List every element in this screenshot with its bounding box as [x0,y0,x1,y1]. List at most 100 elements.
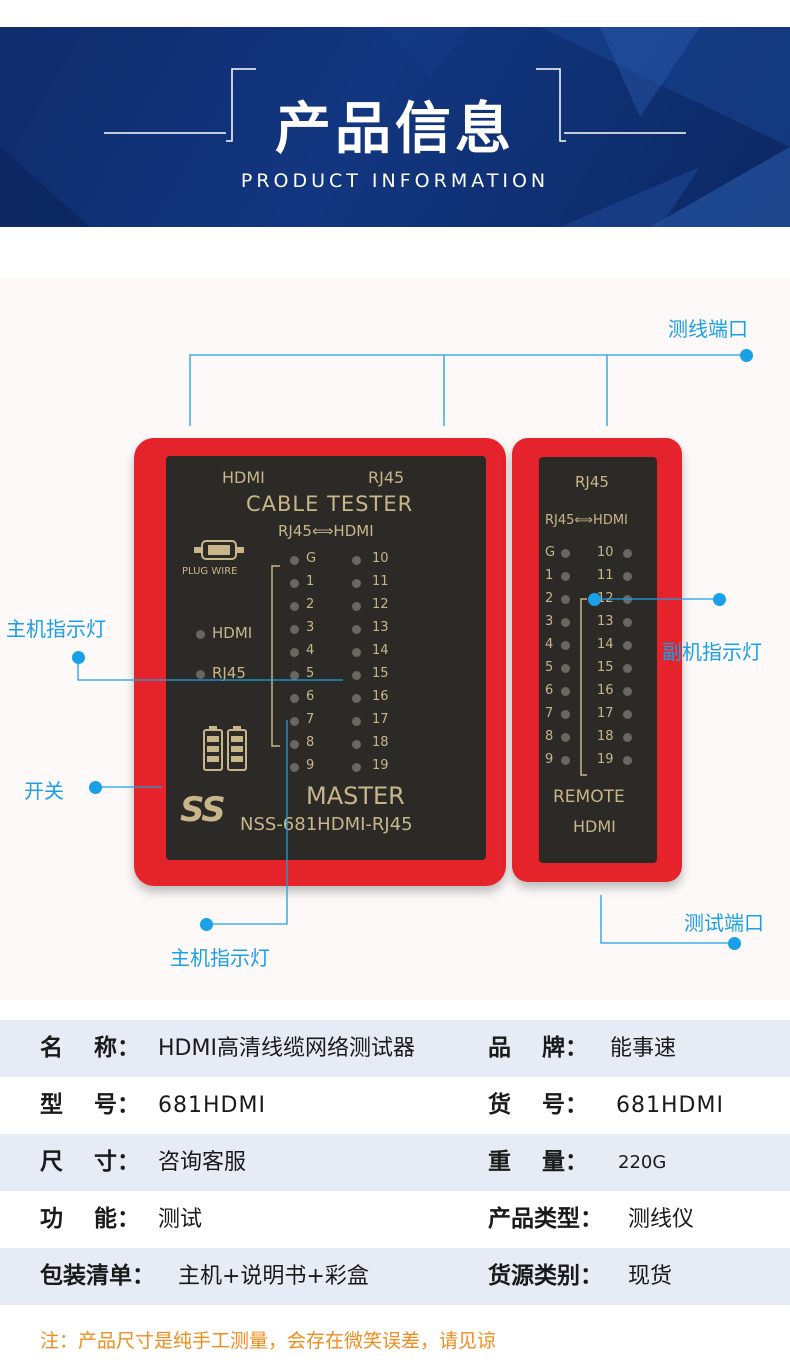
callout-dot [728,937,741,950]
remote-pin-label: 5 [545,660,554,675]
remote-pin-label: 11 [597,568,614,583]
remote-name-label: REMOTE [553,787,625,807]
master-led [290,579,299,588]
master-led [290,740,299,749]
spec-key: 包装清单： [40,1263,155,1289]
master-pin-label: 12 [372,597,389,612]
remote-panel: RJ45 RJ45⟺HDMI G 1 2 3 4 5 6 7 8 9 10 11… [539,457,657,863]
master-pin-label: 6 [306,689,315,704]
remote-pin-bracket [580,598,587,776]
spec-key: 重 量： [488,1149,589,1175]
remote-pin-label: 19 [597,752,614,767]
callout-dot [72,651,85,664]
spec-key: 尺 寸： [40,1149,141,1175]
spec-key: 货源类别： [488,1263,603,1289]
remote-pin-label: 18 [597,729,614,744]
master-led [290,625,299,634]
spec-value: 咨询客服 [158,1150,247,1175]
page-title: 产品信息 [275,97,515,162]
master-pin-label: 17 [372,712,389,727]
remote-led [561,618,570,627]
hdmi-indicator-label: HDMI [212,624,253,642]
remote-led [623,618,632,627]
spec-key: 货 号： [488,1092,589,1118]
master-pin-label: 19 [372,758,389,773]
master-pin-label: G [306,551,317,566]
master-led [352,694,361,703]
plug-wire-label: PLUG WIRE [182,566,238,577]
master-pin-label: 16 [372,689,389,704]
spec-value: 现货 [628,1264,673,1289]
callout-dot [89,781,102,794]
master-led [352,579,361,588]
master-led [352,648,361,657]
callout-master-indicator-left: 主机指示灯 [6,617,106,641]
remote-led [561,549,570,558]
remote-pin-label: 17 [597,706,614,721]
master-led [290,671,299,680]
master-pin-label: 5 [306,666,315,681]
callout-dot [740,349,753,362]
remote-pin-label: 10 [597,545,614,560]
remote-port-label: HDMI [573,817,616,836]
master-port-hdmi-label: HDMI [222,468,265,487]
brand-logo: SS [180,790,226,830]
remote-pin-label: 4 [545,637,554,652]
remote-pin-label: 7 [545,706,554,721]
master-pin-label: 18 [372,735,389,750]
callout-master-indicator-bottom: 主机指示灯 [170,946,270,970]
polygon-background [0,27,790,227]
master-led [352,717,361,726]
spec-value: 测试 [158,1207,203,1232]
callout-dot [200,918,213,931]
master-model-label: NSS-681HDMI-RJ45 [240,814,413,835]
master-pin-label: 3 [306,620,315,635]
remote-led [561,572,570,581]
remote-led [561,641,570,650]
remote-led [561,687,570,696]
spec-value: 能事速 [610,1036,677,1061]
master-product-title: CABLE TESTER [246,492,414,516]
remote-pin-label: 2 [545,591,554,606]
master-pin-label: 1 [306,574,315,589]
measurement-note: 注：产品尺寸是纯手工测量，会存在微笑误差，请见谅 [40,1330,497,1352]
remote-led [623,641,632,650]
spec-value: 测线仪 [628,1207,695,1232]
spec-row: 包装清单： 主机+说明书+彩盒 货源类别： 现货 [0,1248,790,1305]
master-led [352,740,361,749]
spec-row: 型 号： 681HDMI 货 号： 681HDMI [0,1077,790,1134]
remote-pin-label: 15 [597,660,614,675]
master-led [290,556,299,565]
master-pin-label: 2 [306,597,315,612]
master-led [290,694,299,703]
master-pin-label: 15 [372,666,389,681]
remote-led [561,664,570,673]
rj45-indicator-led [196,670,205,679]
master-led [290,648,299,657]
battery-icon [203,726,247,771]
spec-value: 主机+说明书+彩盒 [178,1264,369,1289]
master-led [290,763,299,772]
master-led [352,556,361,565]
spec-value: HDMI高清线缆网络测试器 [158,1036,415,1061]
remote-pin-label: 13 [597,614,614,629]
spec-key: 产品类型： [488,1206,603,1232]
master-pin-label: 11 [372,574,389,589]
rj45-indicator-label: RJ45 [212,664,246,682]
remote-led [623,549,632,558]
remote-led [623,733,632,742]
master-unit: HDMI RJ45 CABLE TESTER RJ45⟺HDMI PLUG WI… [134,438,506,886]
master-name-label: MASTER [306,782,405,810]
master-led [290,602,299,611]
pin-bracket [271,565,280,747]
master-pin-label: 8 [306,735,315,750]
remote-pin-label: 16 [597,683,614,698]
master-led [352,625,361,634]
remote-pin-label: 9 [545,752,554,767]
remote-led [561,595,570,604]
hdmi-indicator-led [196,630,205,639]
remote-led [623,687,632,696]
remote-pin-label: 3 [545,614,554,629]
master-pin-label: 7 [306,712,315,727]
